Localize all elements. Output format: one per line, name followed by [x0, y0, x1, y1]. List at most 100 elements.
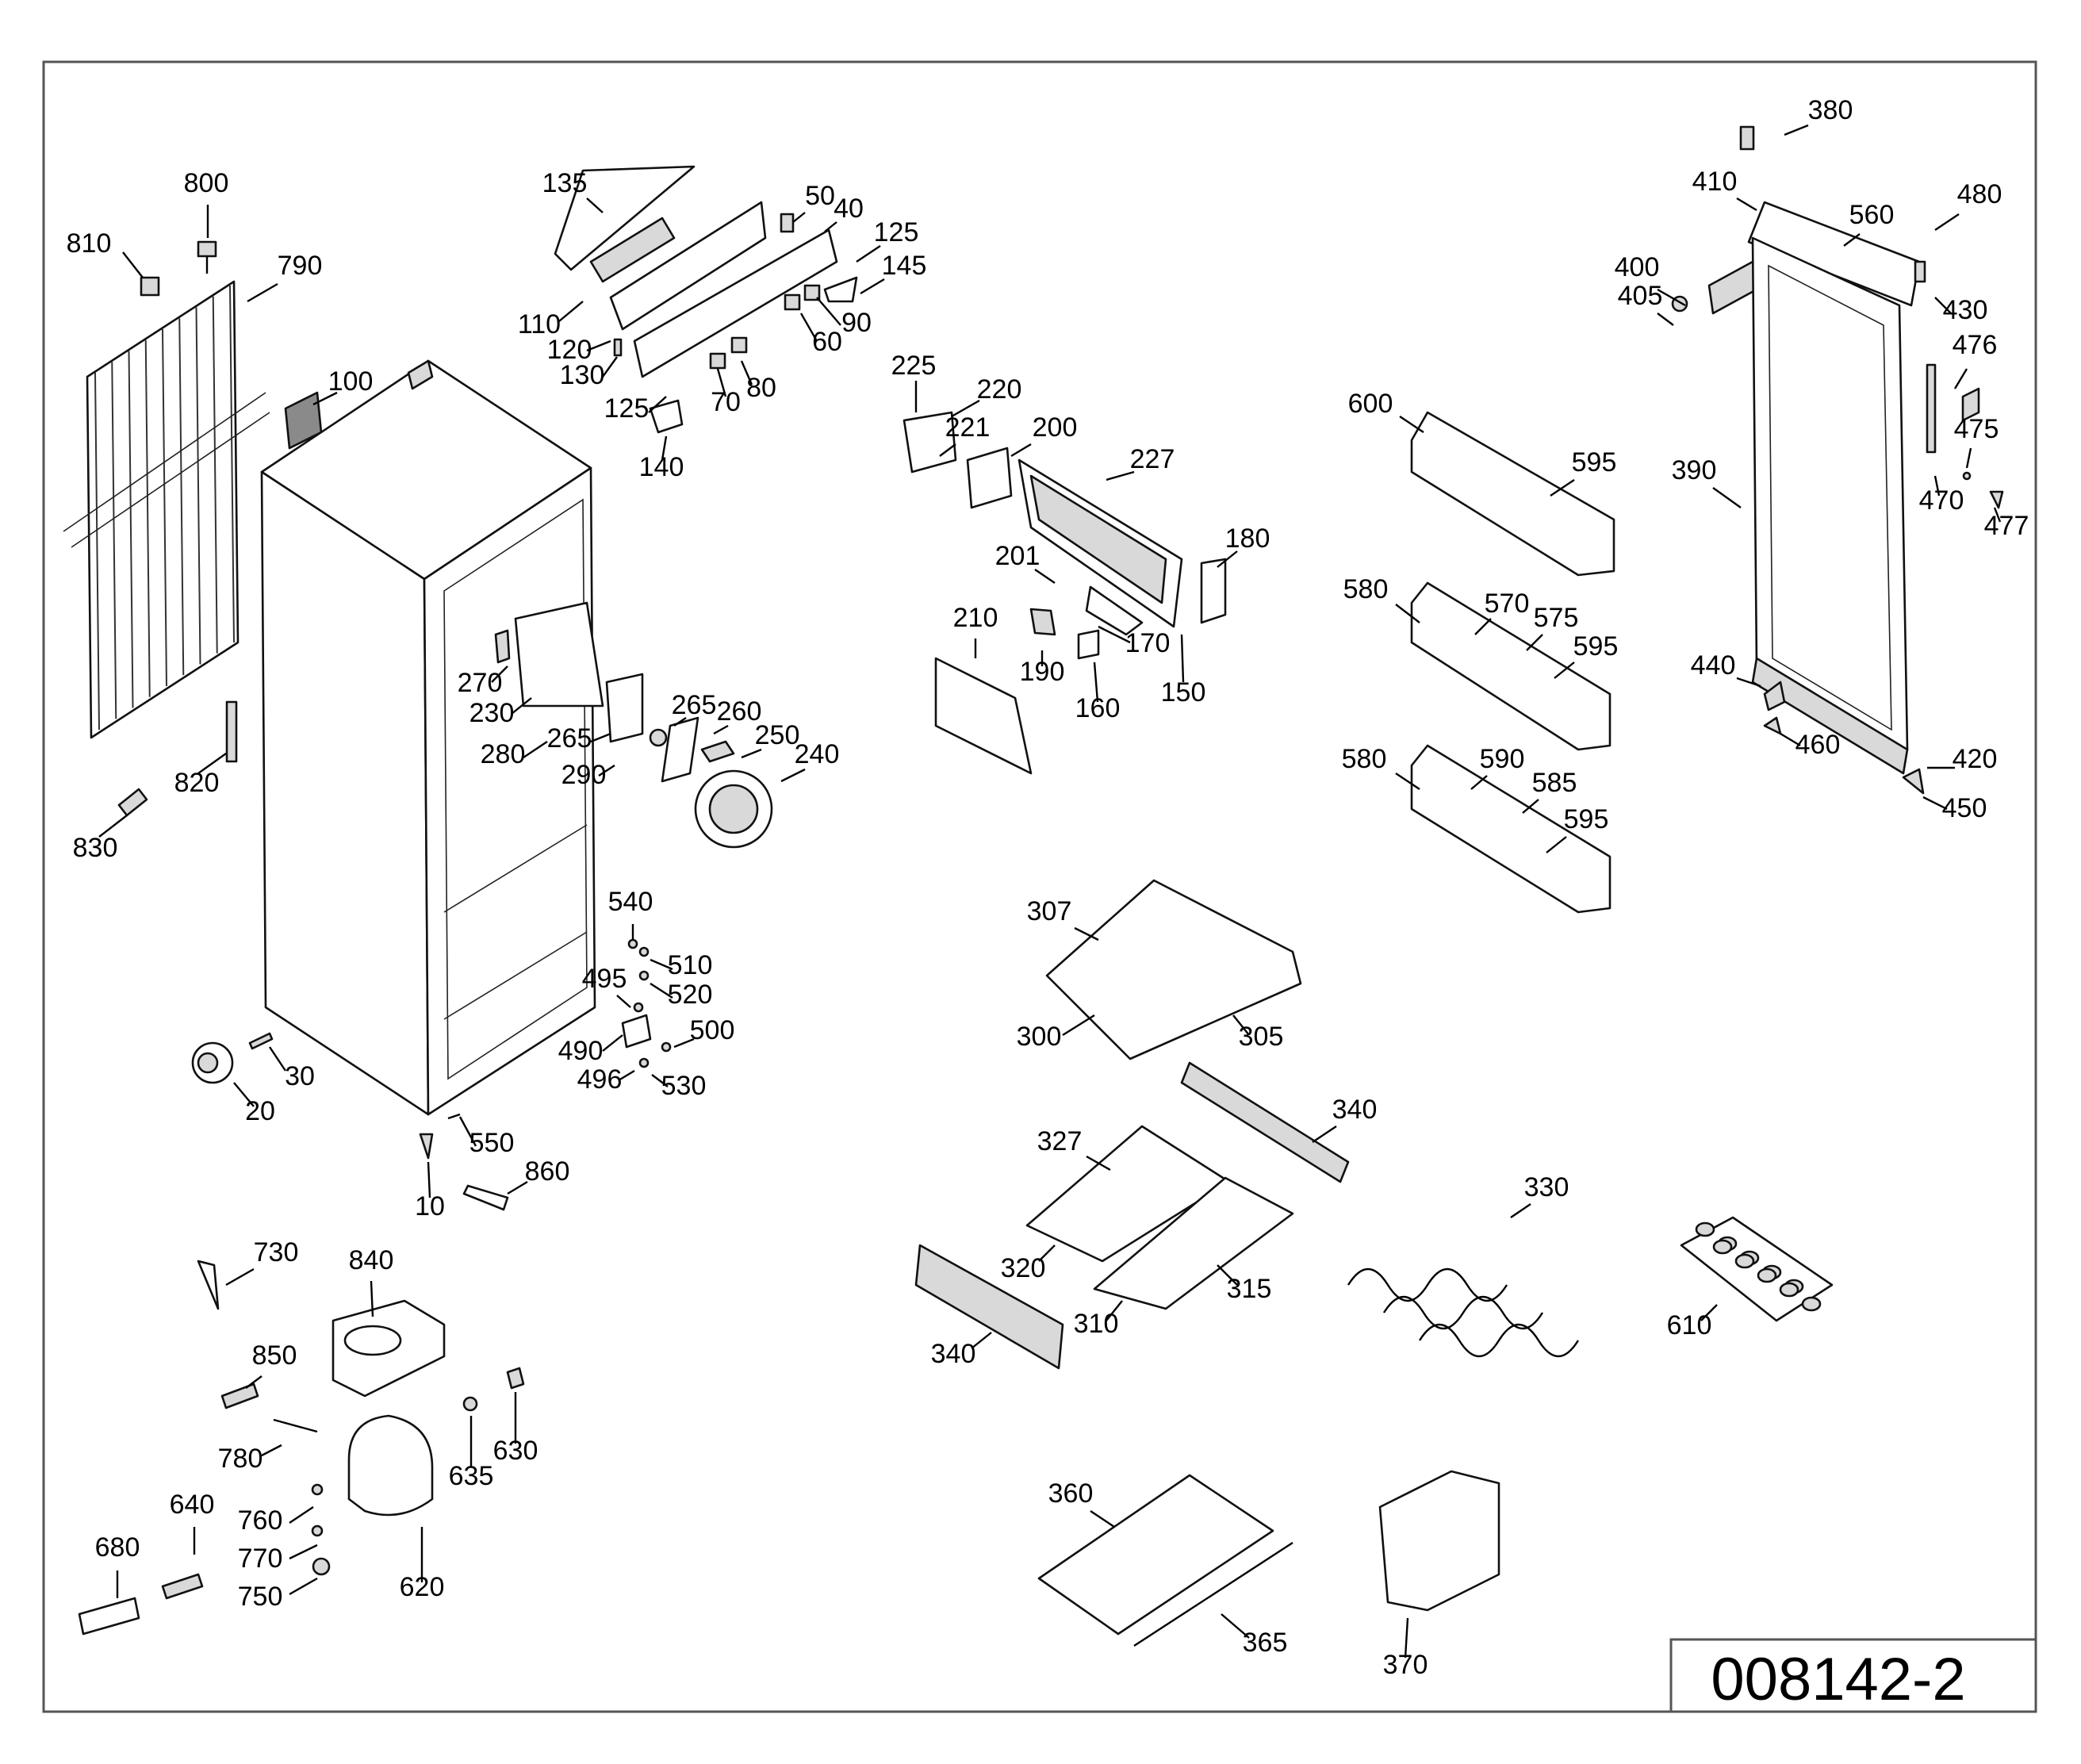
leader-line	[1657, 288, 1686, 307]
leader-line	[1086, 1155, 1111, 1172]
leader-line	[1474, 618, 1492, 635]
part-label-840: 840	[349, 1245, 394, 1275]
leader-line	[1399, 416, 1424, 433]
part-label-580: 580	[1342, 744, 1387, 774]
part-label-260: 260	[717, 696, 762, 727]
leader-line	[799, 313, 818, 342]
part-label-190: 190	[1020, 657, 1065, 687]
part-label-595: 595	[1572, 447, 1617, 477]
part-label-760: 760	[238, 1505, 283, 1536]
part-label-307: 307	[1027, 896, 1072, 926]
part-label-330: 330	[1524, 1172, 1569, 1202]
leader-line	[1843, 233, 1861, 247]
leader-line	[289, 1506, 314, 1524]
leader-line	[289, 1577, 318, 1596]
leader-line	[602, 1034, 623, 1052]
leader-line	[1933, 475, 1941, 497]
part-label-390: 390	[1672, 455, 1717, 485]
leader-line	[1221, 1613, 1250, 1639]
part-label-220: 220	[977, 374, 1022, 405]
part-label-160: 160	[1075, 693, 1121, 723]
leader-line	[1736, 677, 1761, 688]
part-label-201: 201	[995, 541, 1040, 571]
leader-line	[1217, 550, 1238, 568]
leader-line	[98, 815, 128, 838]
leader-line	[860, 278, 885, 295]
wrench-860	[462, 1184, 509, 1211]
leader-line	[780, 768, 806, 783]
leader-line	[1404, 1617, 1409, 1659]
leader-line	[1526, 634, 1543, 651]
part-label-550: 550	[469, 1128, 515, 1158]
shelves	[914, 879, 1834, 1370]
leader-line	[1550, 479, 1575, 497]
part-label-420: 420	[1953, 744, 1998, 774]
drawing-frame	[42, 60, 2037, 1713]
leader-line	[247, 282, 278, 303]
drawing-number: 008142-2	[1711, 1646, 1965, 1713]
part-label-440: 440	[1691, 650, 1736, 681]
leader-line	[1106, 1300, 1123, 1321]
part-label-405: 405	[1618, 281, 1663, 311]
part-label-100: 100	[328, 366, 374, 397]
tube-830	[117, 788, 148, 817]
door	[1671, 125, 2004, 795]
part-label-305: 305	[1239, 1022, 1284, 1052]
part-label-410: 410	[1692, 167, 1738, 197]
leader-line	[1180, 634, 1185, 683]
part-label-90: 90	[841, 308, 872, 338]
part-label-130: 130	[560, 360, 605, 390]
part-label-170: 170	[1125, 628, 1171, 658]
part-label-520: 520	[668, 980, 713, 1010]
part-label-265: 265	[547, 723, 592, 754]
leader-line	[951, 399, 980, 418]
foot-20	[191, 1041, 234, 1084]
part-label-315: 315	[1227, 1274, 1272, 1304]
leader-line	[586, 197, 604, 213]
leader-line	[650, 958, 673, 971]
part-label-221: 221	[945, 412, 991, 443]
leader-line	[1993, 507, 2002, 523]
leader-line	[1953, 368, 1968, 389]
part-label-790: 790	[278, 251, 323, 281]
part-label-560: 560	[1849, 200, 1895, 230]
leader-line	[1232, 1014, 1250, 1036]
pin-30	[248, 1032, 274, 1050]
part-label-610: 610	[1667, 1310, 1712, 1340]
screw-10	[419, 1133, 434, 1160]
part-label-40: 40	[834, 194, 864, 224]
part-label-227: 227	[1130, 444, 1175, 474]
leader-line	[651, 1074, 669, 1087]
part-label-477: 477	[1984, 511, 2029, 541]
leader-line	[1554, 662, 1575, 679]
part-label-490: 490	[558, 1036, 604, 1066]
part-label-595: 595	[1564, 804, 1609, 834]
leader-line	[558, 301, 584, 322]
air-duct-assembly	[903, 411, 1227, 775]
leader-line	[507, 1180, 528, 1195]
leader-line	[225, 1267, 255, 1287]
crisper	[1037, 1470, 1500, 1647]
leader-line	[1093, 662, 1099, 703]
part-label-830: 830	[73, 833, 118, 863]
part-label-750: 750	[238, 1582, 283, 1612]
leader-line	[312, 391, 338, 406]
part-label-640: 640	[170, 1490, 215, 1520]
part-label-360: 360	[1048, 1478, 1094, 1509]
leader-line	[1090, 1510, 1115, 1528]
leader-line	[261, 1444, 282, 1457]
part-label-500: 500	[690, 1015, 735, 1045]
part-label-575: 575	[1534, 603, 1579, 633]
part-label-10: 10	[415, 1191, 445, 1221]
leader-line	[1470, 775, 1488, 790]
part-label-327: 327	[1037, 1126, 1083, 1156]
part-label-470: 470	[1919, 485, 1964, 516]
leader-line	[269, 1046, 286, 1072]
clip-810	[140, 276, 160, 297]
part-label-145: 145	[882, 251, 927, 281]
part-label-240: 240	[795, 739, 840, 769]
leader-line	[289, 1544, 318, 1560]
part-label-125: 125	[874, 217, 919, 247]
leader-line	[713, 724, 729, 735]
